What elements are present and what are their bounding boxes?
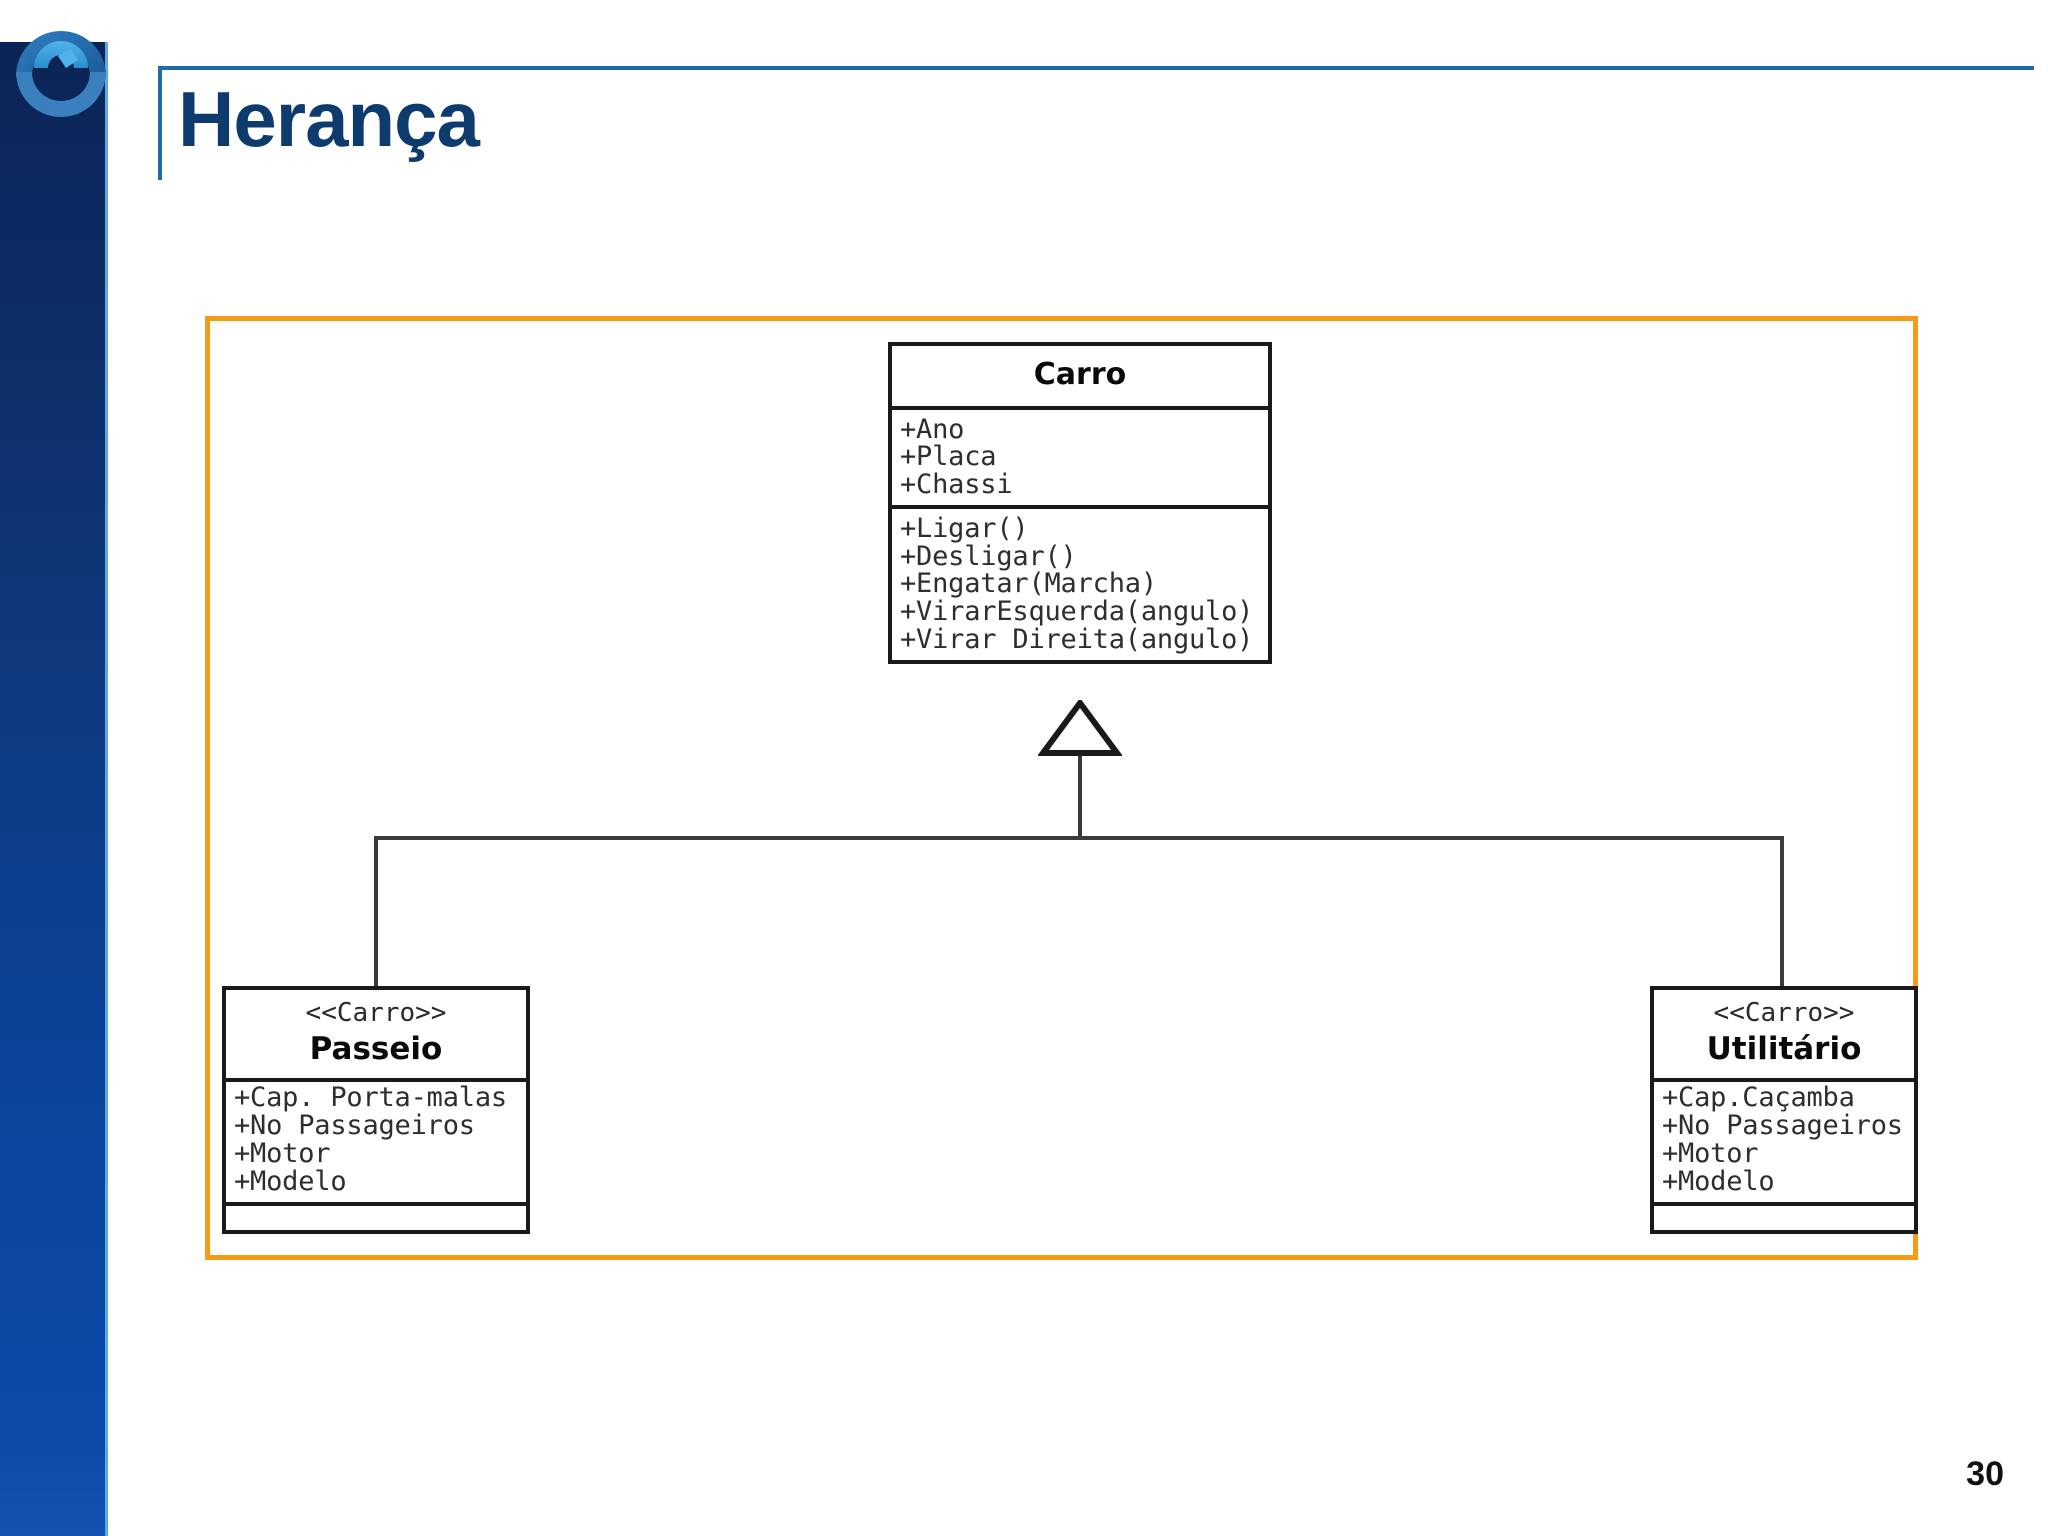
uml-attribute: +Modelo: [234, 1165, 347, 1197]
uml-attribute: +Modelo: [1662, 1165, 1775, 1197]
uml-class-name-passeio: Passeio: [309, 1031, 443, 1068]
uml-attribute: +Motor: [234, 1137, 331, 1169]
uml-attributes-utilitario: +Cap.Caçamba +No Passageiros +Motor +Mod…: [1654, 1082, 1914, 1201]
uml-attribute: +Cap.Caçamba: [1662, 1082, 1855, 1114]
uml-divider: [226, 1201, 526, 1206]
sidebar-edge-line: [105, 42, 108, 1536]
uml-class-carro[interactable]: Carro +Ano +Placa +Chassi +Ligar() +Desl…: [888, 342, 1272, 664]
uml-attribute: +Placa: [900, 441, 997, 473]
uml-operation: +Engatar(Marcha): [900, 568, 1157, 600]
uml-operation: +VirarEsquerda(angulo): [900, 596, 1254, 628]
company-logo-icon: [2, 2, 120, 118]
title-rule-horizontal: [158, 66, 2034, 70]
uml-divider: [892, 504, 1268, 509]
uml-divider: [892, 405, 1268, 410]
uml-attribute: +Ano: [900, 413, 965, 445]
uml-header-passeio: <<Carro>> Passeio: [226, 990, 526, 1078]
uml-operation: +Ligar(): [900, 512, 1029, 544]
uml-class-utilitario[interactable]: <<Carro>> Utilitário +Cap.Caçamba +No Pa…: [1650, 986, 1918, 1234]
uml-divider: [1654, 1201, 1914, 1206]
uml-operation: +Virar Direita(angulo): [900, 624, 1254, 656]
uml-stereotype-passeio: <<Carro>>: [305, 998, 447, 1028]
uml-attribute: +No Passageiros: [1662, 1110, 1903, 1142]
generalization-drop-right: [1780, 836, 1784, 988]
uml-class-name-utilitario: Utilitário: [1706, 1031, 1862, 1068]
uml-attribute: +Chassi: [900, 469, 1013, 501]
uml-stereotype-utilitario: <<Carro>>: [1713, 998, 1855, 1028]
uml-attribute: +No Passageiros: [234, 1110, 475, 1142]
uml-attributes-passeio: +Cap. Porta-malas +No Passageiros +Motor…: [226, 1082, 526, 1201]
generalization-bus: [374, 836, 1784, 840]
uml-operation: +Desligar(): [900, 540, 1077, 572]
uml-operations-passeio: [226, 1206, 526, 1230]
page-title: Herança: [178, 75, 480, 163]
uml-operations-utilitario: [1654, 1206, 1914, 1230]
uml-divider: [226, 1078, 526, 1083]
uml-divider: [1654, 1078, 1914, 1083]
uml-class-passeio[interactable]: <<Carro>> Passeio +Cap. Porta-malas +No …: [222, 986, 530, 1234]
sidebar-gradient-bar: [0, 42, 105, 1536]
uml-operations-carro: +Ligar() +Desligar() +Engatar(Marcha) +V…: [892, 509, 1268, 660]
title-rule-vertical: [158, 66, 162, 180]
generalization-stem: [1078, 746, 1082, 838]
generalization-arrowhead-icon: [1037, 697, 1123, 756]
uml-class-name-carro: Carro: [1033, 357, 1127, 392]
uml-header-utilitario: <<Carro>> Utilitário: [1654, 990, 1914, 1078]
uml-attributes-carro: +Ano +Placa +Chassi: [892, 410, 1268, 505]
uml-attribute: +Cap. Porta-malas: [234, 1082, 507, 1114]
generalization-drop-left: [374, 836, 378, 988]
uml-attribute: +Motor: [1662, 1137, 1759, 1169]
page-number: 30: [1966, 1455, 2004, 1493]
